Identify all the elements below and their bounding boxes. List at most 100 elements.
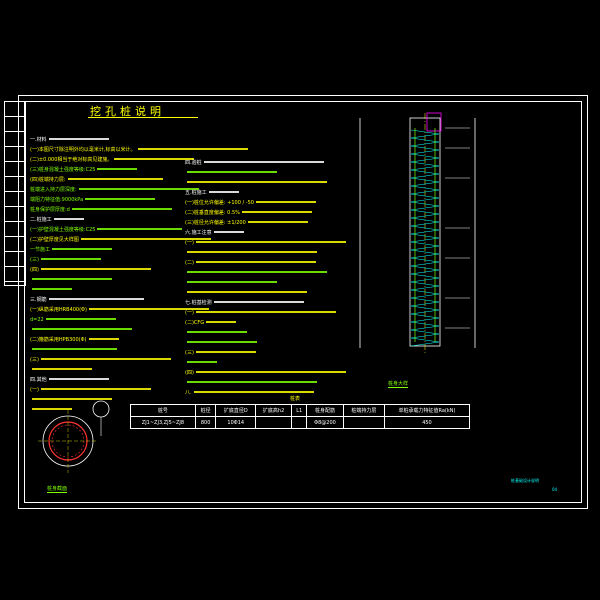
note-text: 五.桩施工: [185, 190, 207, 196]
table-header-cell: L1: [291, 404, 308, 417]
stirrup: [410, 293, 440, 299]
note-filler: [88, 338, 119, 340]
note-filler: [206, 321, 237, 323]
note-text: (一)纵筋采用HRB400(Φ): [30, 307, 87, 313]
stirrup: [410, 249, 440, 255]
table-header-cell: 单桩承载力特征值Ra(kN): [383, 404, 471, 417]
stirrup: [410, 173, 440, 179]
pile-top-marker: [426, 112, 442, 132]
table-title: 桩表: [290, 396, 301, 402]
stirrup: [410, 341, 440, 347]
note-line: (三): [30, 255, 360, 265]
note-text: d=22: [30, 317, 44, 323]
note-line: (四): [30, 265, 360, 275]
note-text: (三): [30, 257, 39, 263]
note-line: [185, 328, 390, 338]
note-filler: [40, 358, 171, 360]
note-filler: [137, 148, 248, 150]
note-filler: [208, 191, 239, 193]
note-line: (三): [30, 355, 360, 365]
note-line: [185, 338, 390, 348]
pile-elevation-drawing: [359, 112, 476, 353]
table-header-cell: 桩号: [130, 404, 196, 417]
table-cell: Φ8@200: [306, 416, 344, 429]
note-filler: [40, 258, 101, 260]
stirrup: [410, 233, 440, 239]
stirrup: [410, 313, 440, 319]
note-line: (一)桩位允许偏差: +100 / -50: [185, 198, 390, 208]
note-text: (二)±0.000相当于绝对标高见建施。: [30, 157, 113, 163]
stirrup: [410, 201, 440, 207]
note-filler: [195, 371, 346, 373]
stirrup: [410, 257, 440, 263]
stirrup: [410, 265, 440, 271]
note-line: [185, 168, 390, 178]
drawing-frame-outer: [18, 95, 588, 509]
stirrup: [410, 189, 440, 195]
stirrup: [410, 301, 440, 307]
note-filler: [32, 278, 112, 280]
note-filler: [187, 381, 317, 383]
stirrup: [410, 325, 440, 331]
note-text: 八.: [185, 390, 192, 396]
stirrup: [410, 317, 440, 323]
stirrup: [410, 149, 440, 155]
note-text: 一.材料: [30, 137, 47, 143]
stirrup: [410, 157, 440, 163]
table-header-cell: 桩身配筋: [306, 404, 344, 417]
note-line: 五.桩施工: [185, 188, 390, 198]
note-filler: [187, 291, 307, 293]
note-filler: [187, 271, 327, 273]
note-line: [30, 275, 360, 285]
table-header-cell: 扩底高h2: [255, 404, 293, 417]
note-line: (一)护壁混凝土强度等级:C25: [30, 225, 360, 235]
note-line: [185, 378, 390, 388]
note-text: 二.桩施工: [30, 217, 52, 223]
note-text: (三): [30, 357, 39, 363]
note-filler: [187, 281, 277, 283]
note-line: [185, 358, 390, 368]
note-text: (二)护壁厚度见大样图: [30, 237, 79, 243]
note-text: 四.其他: [30, 377, 47, 383]
note-text: 桩身保护层厚度:d: [30, 207, 70, 213]
note-text: 三.钢筋: [30, 297, 47, 303]
note-line: d=22: [30, 315, 360, 325]
note-line: 一节施工: [30, 245, 360, 255]
note-line: (一): [185, 308, 390, 318]
note-line: (一): [185, 238, 390, 248]
note-line: (三)桩身混凝土强度等级:C25: [30, 165, 360, 175]
note-filler: [187, 341, 257, 343]
stirrup: [410, 333, 440, 339]
note-text: (二)箍筋采用HPB300(Φ): [30, 337, 87, 343]
note-text: (一)护壁混凝土强度等级:C25: [30, 227, 96, 233]
note-filler: [32, 398, 112, 400]
note-line: [30, 325, 360, 335]
stirrup: [410, 261, 440, 267]
note-filler: [45, 318, 116, 320]
note-filler: [52, 248, 113, 250]
note-line: 八.: [185, 388, 390, 398]
note-text: 端阻力特征值:9000kPa: [30, 197, 84, 203]
table-header-cell: 桩端持力层: [342, 404, 385, 417]
note-text: (四): [185, 370, 194, 376]
stirrup: [410, 277, 440, 283]
note-line: 六.施工注意: [185, 228, 390, 238]
strip-cell: [5, 252, 25, 267]
note-text: (二): [185, 260, 194, 266]
note-text: (三)桩身混凝土强度等级:C25: [30, 167, 96, 173]
note-line: (二)箍筋采用HPB300(Φ): [30, 335, 360, 345]
note-filler: [213, 231, 244, 233]
note-filler: [48, 378, 109, 380]
note-line: 三.钢筋: [30, 295, 360, 305]
note-line: [30, 285, 360, 295]
strip-cell: [5, 192, 25, 207]
note-line: 四.其他: [30, 375, 360, 385]
strip-cell: [5, 147, 25, 162]
note-filler: [85, 198, 156, 200]
note-text: 桩端进入持力层深度:: [30, 187, 77, 193]
stirrup: [410, 181, 440, 187]
note-line: (二)±0.000相当于绝对标高见建施。: [30, 155, 360, 165]
note-line: 一.材料: [30, 135, 360, 145]
note-filler: [53, 218, 84, 220]
